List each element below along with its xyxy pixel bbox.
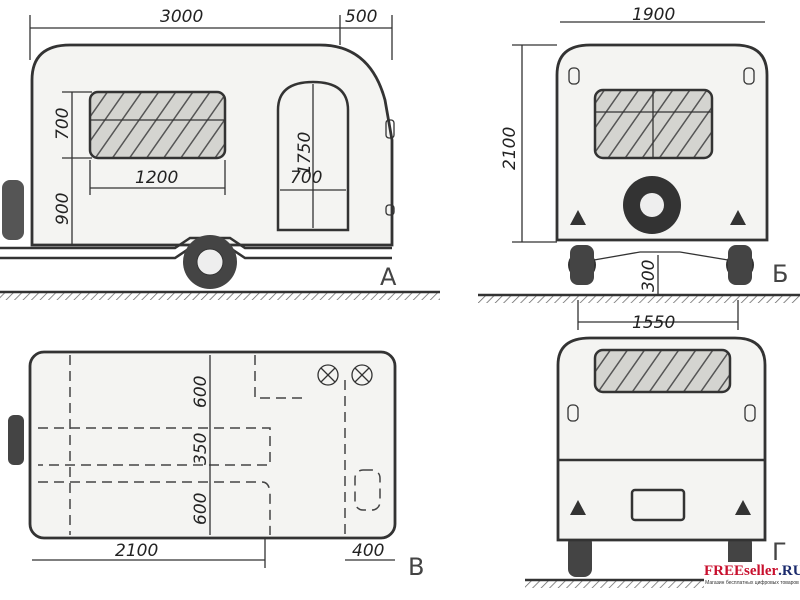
dim-drawbar: 400 bbox=[352, 541, 384, 561]
dim-bunk1: 600 bbox=[191, 376, 211, 408]
rear-wheel-right bbox=[728, 245, 752, 285]
watermark-brand: FREEseller bbox=[704, 563, 779, 579]
view-label-v: В bbox=[408, 553, 424, 581]
watermark: FREEseller.RU Магазин бесплатных цифровы… bbox=[704, 562, 800, 600]
spare-wheel bbox=[2, 180, 24, 240]
dim-lower-height: 900 bbox=[53, 193, 73, 225]
dim-rear-height: 2100 bbox=[500, 127, 520, 170]
dim-overhang: 500 bbox=[345, 7, 377, 27]
rear-view: 1900 2100 300 1550 Б bbox=[478, 5, 800, 333]
dim-aisle: 350 bbox=[191, 433, 211, 465]
dim-window-width: 1200 bbox=[135, 168, 178, 188]
side-view: 3000 500 700 900 1200 1750 700 А bbox=[0, 7, 440, 300]
license-plate bbox=[630, 488, 686, 522]
dim-track: 1550 bbox=[632, 313, 675, 333]
dim-rear-width: 1900 bbox=[632, 5, 675, 25]
plan-view: 600 350 600 2100 400 В bbox=[8, 350, 424, 581]
front-view: Г bbox=[525, 336, 787, 588]
watermark-suffix: .RU bbox=[778, 563, 800, 579]
plan-body bbox=[28, 350, 397, 540]
dim-length: 3000 bbox=[160, 7, 203, 27]
dim-clearance: 300 bbox=[639, 260, 659, 292]
view-label-b: Б bbox=[772, 260, 788, 288]
dim-door-height: 1750 bbox=[295, 132, 315, 175]
dim-window-height: 700 bbox=[53, 108, 73, 140]
side-window bbox=[88, 90, 227, 160]
view-label-g: Г bbox=[772, 538, 787, 566]
stove-burners bbox=[317, 364, 373, 386]
view-label-a: А bbox=[380, 263, 397, 291]
door bbox=[276, 80, 350, 232]
watermark-tagline: Магазин бесплатных цифровых товаров bbox=[705, 580, 799, 586]
front-window bbox=[593, 348, 732, 394]
dim-bed-length: 2100 bbox=[115, 541, 158, 561]
ground bbox=[0, 292, 440, 300]
dim-bunk2: 600 bbox=[191, 493, 211, 525]
rear-wheel-left bbox=[570, 245, 594, 285]
dim-door-width: 700 bbox=[290, 168, 322, 188]
